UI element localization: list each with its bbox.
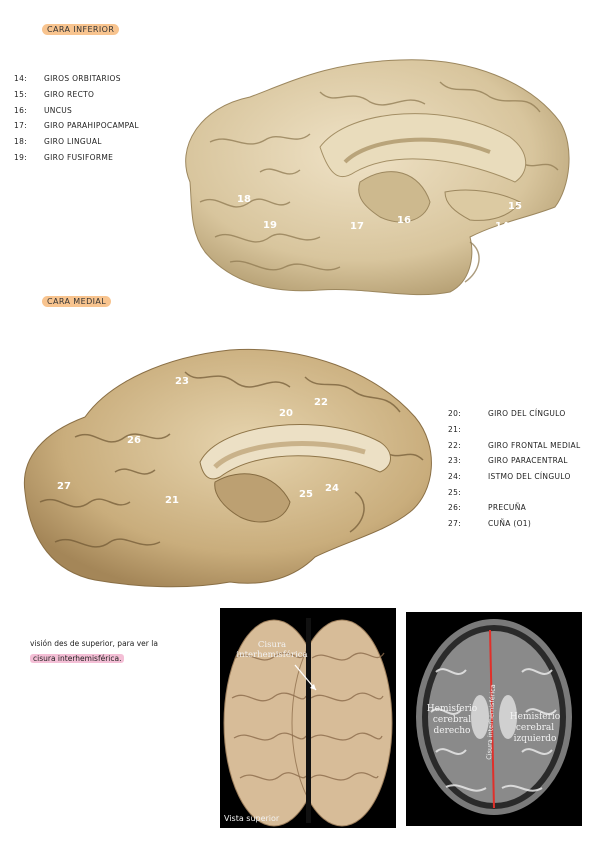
marker-21: 21 <box>165 495 179 506</box>
marker-27: 27 <box>57 481 71 492</box>
mri-label-right-hemisphere: Hemisferio cerebral derecho <box>426 704 478 736</box>
legend-item: 18:giro lingual <box>14 137 102 147</box>
marker-23: 23 <box>175 376 189 387</box>
marker-26: 26 <box>127 435 141 446</box>
legend-item: 24:istmo del cíngulo <box>448 472 571 482</box>
superior-view-note: visión des de superior, para ver la cisu… <box>30 636 210 666</box>
marker-15: 15 <box>508 201 522 212</box>
marker-14: 14 <box>495 221 509 232</box>
marker-19: 19 <box>263 220 277 231</box>
marker-24: 24 <box>325 483 339 494</box>
mri-axial-image: Hemisferio cerebral derecho Hemisferio c… <box>406 612 582 826</box>
legend-item: 25: <box>448 487 461 497</box>
brain-inferior-image: 18 19 17 16 15 14 <box>185 59 570 296</box>
caption-vista-superior: Vista superior <box>224 814 280 823</box>
legend-item: 22:giro frontal medial <box>448 440 581 450</box>
legend-item: 21: <box>448 425 461 435</box>
heading-cara-medial: cara medial <box>42 296 112 307</box>
legend-item: 26:precuña <box>448 503 527 513</box>
legend-item: 27:cuña (o1) <box>448 519 532 529</box>
fissure-label: Cisura interhemisférica <box>236 640 308 660</box>
inferior-legend: 14:giros orbitarios 15:giro recto 16:unc… <box>14 71 139 165</box>
marker-22: 22 <box>314 397 328 408</box>
legend-item: 23:giro paracentral <box>448 456 568 466</box>
legend-item: 17:giro parahipocampal <box>14 121 139 131</box>
note-text: visión des de superior, para ver la <box>30 639 158 648</box>
legend-item: 14:giros orbitarios <box>14 74 121 84</box>
marker-18: 18 <box>237 194 251 205</box>
marker-17: 17 <box>350 221 364 232</box>
mri-label-left-hemisphere: Hemisferio cerebral izquierdo <box>509 712 561 744</box>
legend-item: 19:giro fusiforme <box>14 152 114 162</box>
marker-20: 20 <box>279 408 293 419</box>
legend-item: 15:giro recto <box>14 90 95 100</box>
legend-item: 20:giro del cíngulo <box>448 409 566 419</box>
marker-25: 25 <box>299 489 313 500</box>
superior-view-photo: Cisura interhemisférica Vista superior <box>220 608 396 828</box>
marker-16: 16 <box>397 215 411 226</box>
legend-item: 16:uncus <box>14 105 73 115</box>
brain-medial-image: 23 22 20 26 27 21 25 24 <box>23 348 432 588</box>
medial-legend: 20:giro del cíngulo 21: 22:giro frontal … <box>448 406 580 532</box>
note-highlight: cisura interhemisférica. <box>30 654 125 663</box>
heading-cara-inferior: cara inferior <box>42 24 120 35</box>
